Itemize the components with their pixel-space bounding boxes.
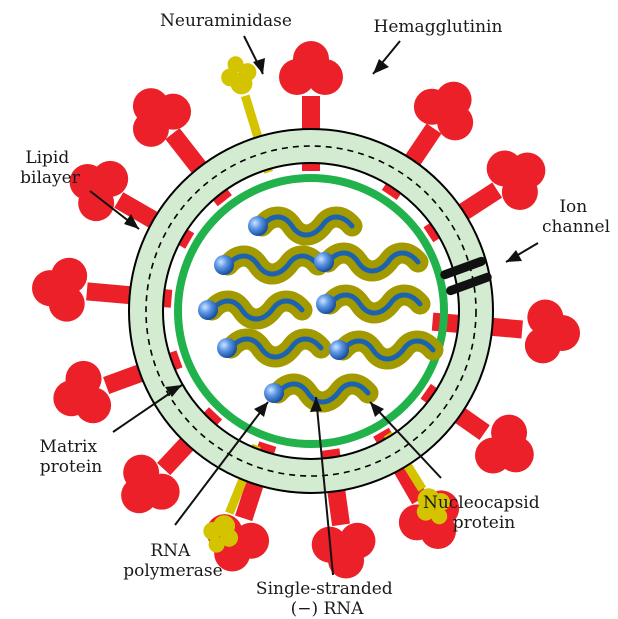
rna-polymerase <box>329 340 349 360</box>
rna-segment <box>217 338 321 358</box>
label-rna-polymerase: RNA polymerase <box>123 541 222 581</box>
label-lipid-bilayer: Lipid bilayer <box>20 148 81 188</box>
rna-segments <box>198 216 433 403</box>
rna-segment <box>329 340 433 360</box>
rna-segment <box>198 300 302 320</box>
rna-polymerase <box>248 216 268 236</box>
rna-polymerase <box>264 383 284 403</box>
rna-segment <box>214 255 318 275</box>
rna-polymerase <box>214 255 234 275</box>
rna-polymerase <box>198 300 218 320</box>
label-neuraminidase: Neuraminidase <box>160 11 292 31</box>
hemagglutinin-arrowhead <box>373 59 389 74</box>
rna-segment <box>314 252 418 272</box>
label-matrix-protein: Matrix protein <box>40 437 103 477</box>
rna-polymerase <box>217 338 237 358</box>
rna-segment <box>248 216 352 236</box>
label-ssrna: Single-stranded (−) RNA <box>256 579 398 619</box>
label-ion-channel: Ion channel <box>542 197 610 237</box>
rna-polymerase <box>314 252 334 272</box>
ion-channel-arrowhead <box>506 250 522 262</box>
label-hemagglutinin: Hemagglutinin <box>374 17 503 37</box>
rna-polymerase <box>316 294 336 314</box>
rna-polymerase-arrowhead <box>254 402 268 417</box>
rna-segment <box>316 294 420 314</box>
